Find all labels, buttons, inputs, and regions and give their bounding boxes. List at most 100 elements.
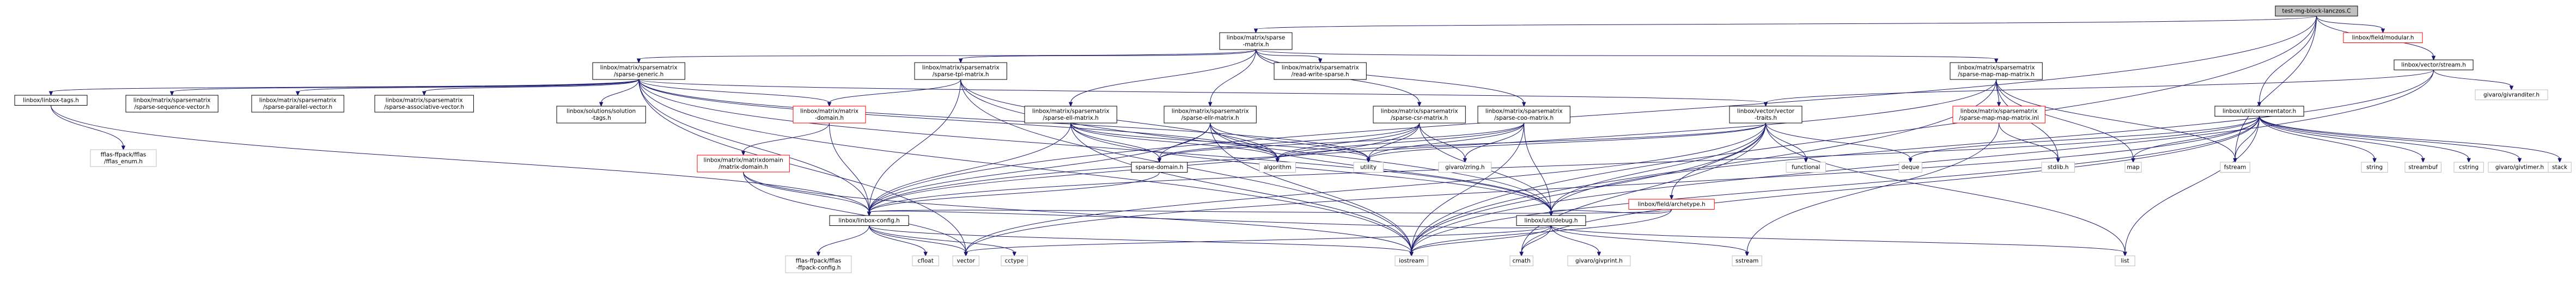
node-box-givprint (1567, 255, 1631, 266)
node-fieldmodular[interactable]: linbox/field/modular.h (2343, 32, 2423, 43)
node-matrix[interactable]: linbox/matrix/sparse-matrix.h (1219, 32, 1293, 50)
edge-config-to-vector (869, 225, 966, 253)
node-label-algorithm-line-0: algorithm (1264, 164, 1292, 171)
edge-vectraits-to-functional (1765, 122, 1806, 159)
edge-layer (48, 16, 2562, 257)
node-parvec[interactable]: linbox/matrix/sparsematrix/sparse-parall… (251, 95, 344, 113)
node-box-debug (1516, 215, 1586, 226)
arrowhead-matrix-to-csr (1417, 102, 1422, 107)
node-string: string (2361, 162, 2388, 173)
node-vectraits[interactable]: linbox/vector/vector-traits.h (1729, 106, 1802, 124)
node-sstream: sstream (1732, 255, 1762, 266)
node-cfloat: cfloat (912, 255, 939, 266)
arrowhead-vectorstream-to-givaranditer (2509, 85, 2514, 91)
node-label-streambuf-line-0: streambuf (2408, 164, 2438, 171)
edge-debug-to-sstream (1550, 225, 1747, 253)
edge-matrix-to-ellr (1210, 49, 1256, 103)
node-label-coo-line-1: /sparse-coo-matrix.h (1494, 115, 1554, 121)
node-debug[interactable]: linbox/util/debug.h (1516, 215, 1586, 226)
node-coo[interactable]: linbox/matrix/sparsematrix/sparse-coo-ma… (1477, 106, 1570, 124)
node-label-list-line-0: list (2121, 258, 2129, 265)
arrowhead-coo-to-sparsedomain (1157, 158, 1162, 163)
node-label-generic-line-0: linbox/matrix/sparsematrix (600, 65, 678, 71)
node-label-ell-line-1: /sparse-ell-matrix.h (1043, 115, 1098, 121)
node-label-assocvec-line-0: linbox/matrix/sparsematrix (386, 97, 463, 104)
edge-generic-to-iostream (638, 79, 1412, 253)
node-ellr[interactable]: linbox/matrix/sparsematrix/sparse-ellr-m… (1164, 106, 1257, 124)
node-box-vector (952, 255, 979, 266)
node-mdmatdomain[interactable]: linbox/matrix/matrixdomain/matrix-domain… (697, 155, 790, 173)
node-box-sstream (1732, 255, 1762, 266)
node-matdomain[interactable]: linbox/matrix/matrix-domain.h (793, 106, 866, 124)
node-label-iostream-line-0: iostream (1399, 258, 1424, 265)
node-label-ffconfig-line-0: fflas-ffpack/fflas (796, 258, 842, 265)
node-box-matrix (1219, 32, 1293, 50)
edge-generic-to-parvec (297, 79, 640, 93)
node-box-string (2361, 162, 2388, 173)
node-mapmapinl[interactable]: linbox/matrix/sparsematrix/sparse-map-ma… (1952, 106, 2045, 124)
edge-vectraits-to-utility (1368, 122, 1766, 159)
node-label-assocvec-line-1: /sparse-associative-vector.h (384, 104, 464, 110)
edge-debug-to-config (869, 211, 1551, 229)
node-assocvec[interactable]: linbox/matrix/sparsematrix/sparse-associ… (374, 95, 474, 113)
node-box-assocvec (374, 95, 474, 113)
edge-matrix-to-mapmapmatrix (1256, 49, 1997, 60)
node-label-tags-line-0: linbox/linbox-tags.h (23, 97, 79, 104)
node-soltags[interactable]: linbox/solutions/solution-tags.h (556, 106, 646, 124)
edge-coo-to-iostream (1411, 122, 1525, 253)
node-tpl[interactable]: linbox/matrix/sparsematrix/sparse-tpl-ma… (914, 62, 1007, 80)
node-cmath: cmath (1509, 255, 1533, 266)
node-label-vectorstream-line-0: linbox/vector/stream.h (2401, 62, 2466, 69)
node-box-iostream (1394, 255, 1428, 266)
edge-archetype-to-debug (1550, 209, 1672, 214)
edge-coo-to-sparsedomain (1159, 122, 1525, 159)
node-config[interactable]: linbox/linbox-config.h (829, 215, 909, 226)
node-sparsedomain[interactable]: sparse-domain.h (1131, 162, 1188, 173)
node-label-matrix-line-0: linbox/matrix/sparse (1227, 35, 1286, 41)
node-label-mapmapinl-line-0: linbox/matrix/sparsematrix (1960, 108, 2038, 115)
node-vectorstream[interactable]: linbox/vector/stream.h (2394, 59, 2474, 70)
node-mapmapmatrix[interactable]: linbox/matrix/sparsematrix/sparse-map-ma… (1950, 62, 2043, 80)
node-box-ffenum (90, 149, 157, 167)
node-box-readwrite (1274, 62, 1367, 80)
node-box-cfloat (912, 255, 939, 266)
node-box-sparsedomain (1131, 162, 1188, 173)
node-box-vectorstream (2394, 59, 2474, 70)
node-commentator[interactable]: linbox/util/commentator.h (2214, 106, 2304, 116)
arrowhead-commentator-to-stack (2557, 158, 2562, 163)
node-box-fieldmodular (2343, 32, 2423, 43)
arrowhead-generic-to-seqvec (169, 91, 174, 96)
node-seqvec[interactable]: linbox/matrix/sparsematrix/sparse-sequen… (125, 95, 218, 113)
node-label-tpl-line-0: linbox/matrix/sparsematrix (922, 65, 1000, 71)
node-label-mdmatdomain-line-0: linbox/matrix/matrixdomain (703, 157, 783, 164)
node-archetype[interactable]: linbox/field/archetype.h (1628, 199, 1715, 210)
edge-vectraits-to-iostream (1411, 122, 1766, 253)
node-generic[interactable]: linbox/matrix/sparsematrix/sparse-generi… (592, 62, 685, 80)
edge-vectorstream-to-iostream (1411, 70, 2434, 253)
edge-ellr-to-utility (1210, 122, 1369, 159)
edge-matrix-to-readwrite (1256, 49, 1321, 60)
edge-generic-to-config (638, 79, 870, 213)
node-box-ffconfig (785, 255, 852, 273)
node-ell[interactable]: linbox/matrix/sparsematrix/sparse-ell-ma… (1024, 106, 1117, 124)
node-csr[interactable]: linbox/matrix/sparsematrix/sparse-csr-ma… (1373, 106, 1466, 124)
edge-matrix-to-generic (638, 49, 1256, 60)
node-root[interactable]: test-mg-block-lanczos.C (2275, 5, 2358, 16)
edge-matdomain-to-config (829, 122, 870, 213)
arrowhead-vectraits-to-utility (1366, 158, 1371, 163)
node-box-soltags (556, 106, 646, 124)
node-label-fieldmodular-line-0: linbox/field/modular.h (2352, 35, 2414, 41)
node-readwrite[interactable]: linbox/matrix/sparsematrix/read-write-sp… (1274, 62, 1367, 80)
node-label-matdomain-line-1: -domain.h (815, 115, 844, 121)
node-tags[interactable]: linbox/linbox-tags.h (14, 95, 88, 106)
edge-tags-to-ffenum (51, 105, 124, 147)
edge-commentator-to-stack (2259, 116, 2560, 159)
node-label-mapmapmatrix-line-0: linbox/matrix/sparsematrix (1958, 65, 2035, 71)
edge-generic-to-vectraits (638, 79, 1766, 103)
edge-ell-to-iostream (1070, 122, 1412, 253)
node-label-ellr-line-1: /sparse-ellr-matrix.h (1182, 115, 1239, 121)
edge-tags-to-config (51, 105, 870, 213)
node-label-ellr-line-0: linbox/matrix/sparsematrix (1172, 108, 1249, 115)
edge-generic-to-algorithm (638, 79, 1278, 159)
